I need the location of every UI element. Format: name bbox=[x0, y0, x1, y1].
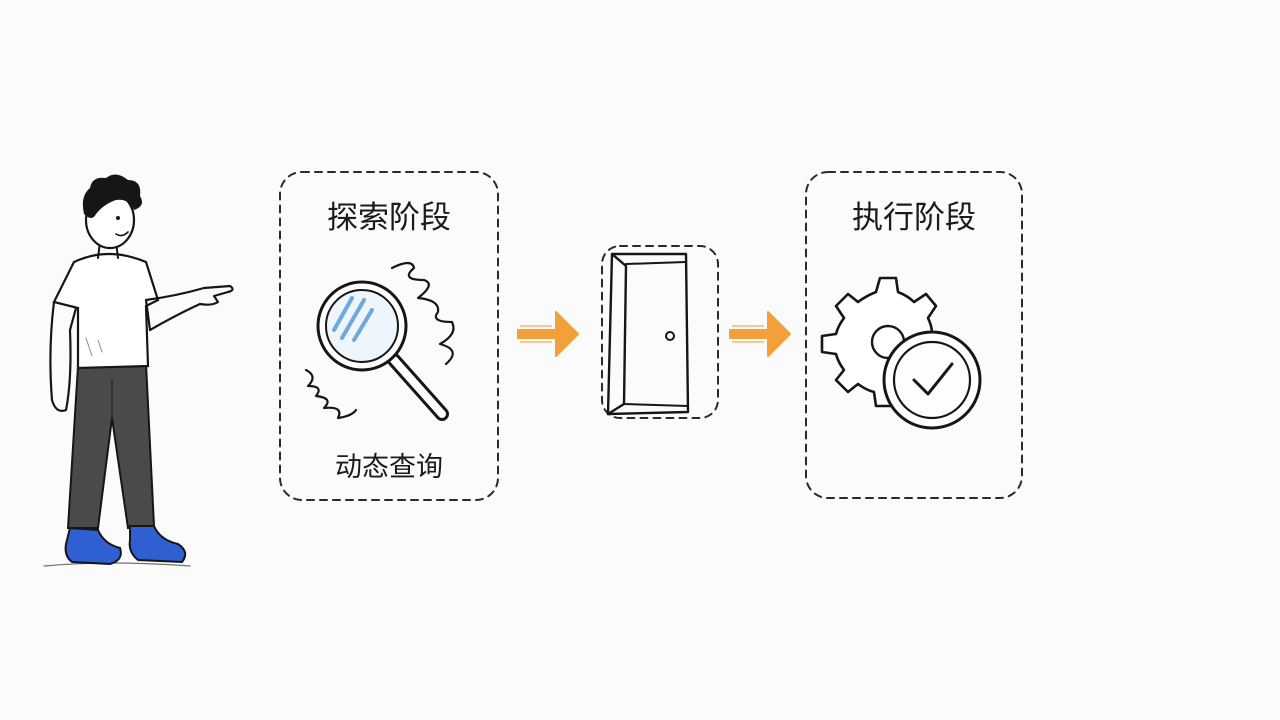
stage-transition bbox=[601, 245, 719, 419]
explore-dashed-box bbox=[279, 171, 499, 501]
stage-execute: 执行阶段 bbox=[805, 171, 1023, 499]
door-dashed-box bbox=[601, 245, 719, 419]
motion-squiggle-right bbox=[390, 261, 455, 366]
pants bbox=[66, 362, 156, 530]
curly-hair bbox=[82, 174, 142, 218]
magnifying-glass-icon bbox=[316, 280, 449, 421]
explore-caption: 动态查询 bbox=[335, 452, 443, 483]
pointing-person-illustration bbox=[43, 174, 234, 567]
door-icon bbox=[606, 252, 690, 416]
stage-explore: 探索阶段 动态查询 bbox=[279, 171, 499, 501]
t-shirt bbox=[52, 252, 160, 370]
left-shoe bbox=[64, 526, 122, 566]
explore-title: 探索阶段 bbox=[327, 200, 451, 236]
right-shoe bbox=[128, 525, 187, 564]
motion-squiggle-left bbox=[304, 368, 358, 420]
check-badge-icon bbox=[882, 330, 982, 430]
arrow-right-icon bbox=[729, 311, 791, 357]
execute-dashed-box bbox=[805, 171, 1023, 499]
arrow-right-icon bbox=[517, 311, 579, 357]
execute-title: 执行阶段 bbox=[852, 200, 976, 236]
